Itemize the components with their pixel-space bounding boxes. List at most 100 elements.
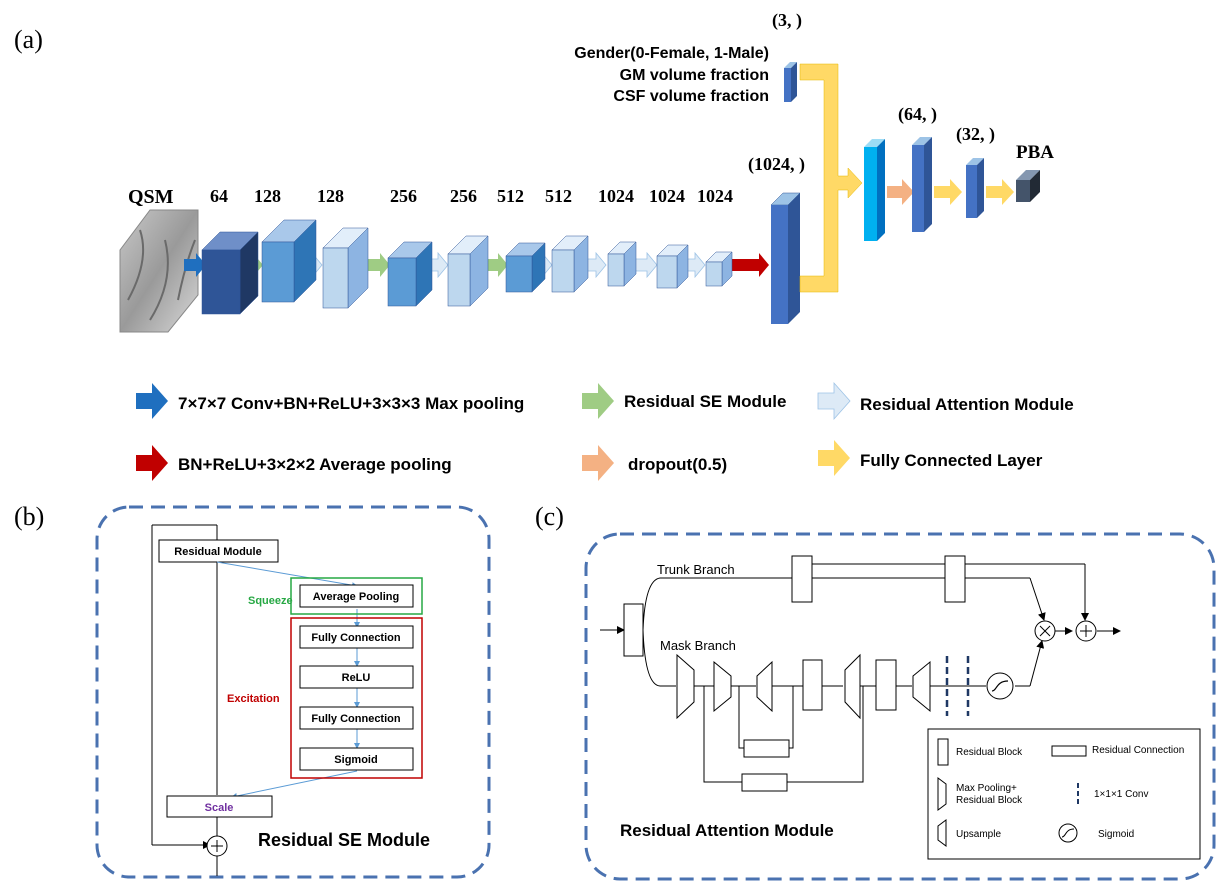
demographics-line-2: GM volume fraction: [620, 67, 769, 84]
encoder-block-10: [705, 251, 733, 287]
legend-avgpool: BN+ReLU+3×2×2 Average pooling: [136, 445, 452, 481]
residual-module-label: Residual Module: [174, 546, 261, 558]
channel-label-5: 256: [450, 186, 477, 206]
legend-dropout: dropout(0.5): [582, 445, 727, 481]
encoder-block-1: [201, 231, 259, 315]
se-module-diagram: [151, 524, 218, 849]
encoder-block-8: [607, 241, 637, 287]
channel-label-8: 1024: [598, 186, 634, 206]
encoder-arrow-6: [486, 253, 508, 277]
legend-conv-label: 7×7×7 Conv+BN+ReLU+3×3×3 Max pooling: [178, 394, 524, 413]
fc-arrow-2: [934, 179, 962, 205]
conv-dashes: [945, 656, 970, 716]
add-icon: [206, 835, 228, 857]
encoder-block-4: [387, 241, 433, 307]
legend-upsample: Upsample: [956, 829, 1001, 840]
upsample-block-2: [844, 653, 861, 720]
demographics-shape-label: (3, ): [772, 10, 802, 31]
sigmoid-icon: [986, 672, 1014, 700]
encoder-block-7: [551, 235, 589, 293]
encoder-block-2: [261, 219, 317, 303]
trunk-block-1: [791, 555, 813, 603]
legend-sigmoid: Sigmoid: [1098, 829, 1134, 840]
panel-b-label: (b): [14, 502, 44, 531]
scale-label: Scale: [205, 802, 234, 814]
avgpool-arrow-icon: [136, 445, 168, 481]
legend-fc-label: Fully Connected Layer: [860, 451, 1043, 470]
encoder-block-6: [505, 242, 546, 293]
encoder-blocks: [184, 219, 769, 315]
se-blue-arrows: [216, 561, 360, 799]
legend-conv: 1×1×1 Conv: [1094, 789, 1149, 800]
fc-merge-connector: [799, 63, 863, 293]
panel-c-frame: [584, 532, 1216, 881]
legend-maxpool-2: Residual Block: [956, 795, 1023, 806]
attention-arrow-icon: [817, 381, 851, 421]
attention-legend: Residual Block Residual Connection Max P…: [927, 728, 1201, 860]
pba-output: [1016, 170, 1040, 202]
legend-se-label: Residual SE Module: [624, 392, 786, 411]
fc-arrow-3: [986, 179, 1014, 205]
demographics-line-3: CSF volume fraction: [613, 88, 769, 105]
fc-32-label: (32, ): [956, 124, 995, 145]
mask-residual-block-1: [802, 659, 823, 711]
feature-1024-label: (1024, ): [748, 154, 805, 175]
fc2-label: Fully Connection: [311, 713, 401, 725]
scale-box: [166, 795, 273, 818]
fc1-label: Fully Connection: [311, 632, 401, 644]
add-icon-c: [1075, 620, 1097, 642]
input-residual-block: [623, 603, 644, 657]
maxpool-block-1: [676, 653, 695, 720]
legend-conv: 7×7×7 Conv+BN+ReLU+3×3×3 Max pooling: [136, 383, 524, 419]
excitation-label: Excitation: [227, 693, 280, 705]
encoder-block-9: [656, 244, 689, 289]
se-arrow-icon: [582, 383, 614, 419]
encoder-arrow-1: [184, 253, 206, 277]
dropout-arrow: [887, 179, 914, 205]
sigmoid-label: Sigmoid: [334, 754, 377, 766]
channel-label-2: 128: [254, 186, 281, 206]
fc1-box: [299, 625, 414, 649]
excitation-frame: [290, 617, 423, 779]
fc-layer-32: [966, 158, 984, 218]
upsample-block-3: [912, 660, 931, 713]
fc-arrow-icon: [818, 440, 850, 476]
mask-branch-label: Mask Branch: [660, 638, 736, 653]
legend-residual-block: Residual Block: [956, 747, 1023, 758]
channel-label-7: 512: [545, 186, 572, 206]
upsample-icon: [937, 819, 947, 847]
average-pooling-label: Average Pooling: [313, 591, 399, 603]
fc-layer-1: [864, 139, 885, 241]
residual-block-icon: [937, 738, 949, 766]
residual-connection-2: [741, 773, 788, 792]
squeeze-frame: [290, 577, 423, 615]
demographics-line-1: Gender(0-Female, 1-Male): [574, 45, 769, 62]
fc-64-label: (64, ): [898, 104, 937, 125]
pba-label: PBA: [1016, 142, 1054, 163]
legend-dropout-label: dropout(0.5): [628, 455, 727, 474]
maxpool-icon: [937, 777, 947, 811]
upsample-block-1: [756, 660, 773, 713]
channel-label-9: 1024: [649, 186, 685, 206]
sigmoid-box: [299, 747, 414, 771]
legend-fc: Fully Connected Layer: [818, 440, 1043, 476]
channel-label-1: 64: [210, 186, 228, 206]
channel-label-6: 512: [497, 186, 524, 206]
feature-vector-1024: [770, 192, 801, 324]
attention-blocks: [623, 555, 966, 792]
legend-avgpool-label: BN+ReLU+3×2×2 Average pooling: [178, 455, 452, 474]
fc-layer-64: [912, 137, 932, 232]
dropout-arrow-icon: [582, 445, 614, 481]
panel-a-label: (a): [14, 25, 43, 54]
panel-b-frame: [95, 505, 491, 879]
panel-c-label: (c): [535, 502, 564, 531]
relu-label: ReLU: [342, 672, 371, 684]
legend-attention-label: Residual Attention Module: [860, 395, 1074, 414]
legend-attention: Residual Attention Module: [817, 381, 1074, 421]
legend-sigmoid-icon: [1058, 823, 1078, 843]
channel-label-3: 128: [317, 186, 344, 206]
encoder-block-3: [322, 227, 369, 309]
trunk-branch-label: Trunk Branch: [657, 562, 735, 577]
qsm-label: QSM: [128, 186, 174, 208]
